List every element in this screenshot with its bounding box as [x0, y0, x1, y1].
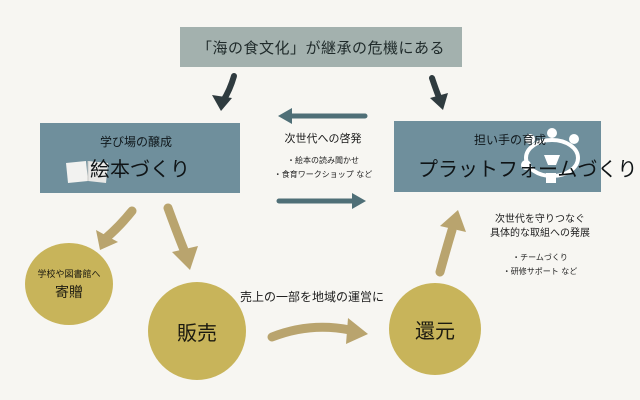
arrow-exchange-left [278, 108, 368, 124]
picture-book-box: 学び場の醸成 絵本づくり [40, 123, 240, 193]
book-icon [66, 161, 108, 183]
sales-caption: 売上の一部を地域の運営に [240, 290, 385, 304]
sales-circle: 販売 [148, 282, 246, 380]
awareness-title: 次世代への啓発 [284, 132, 362, 145]
development-item: ・研修サポート など [502, 267, 578, 276]
development-block: 次世代を守りつなぐ 具体的な取組への発展 ・チームづくり ・研修サポート など [480, 213, 600, 279]
development-title-line: 次世代を守りつなぐ [494, 214, 586, 225]
awareness-block: 次世代への啓発 ・絵本の読み聞かせ ・食育ワークショップ など [268, 130, 378, 182]
arrow-to-right-box [429, 75, 448, 110]
development-item: ・チームづくり [512, 253, 568, 262]
donate-big-text: 寄贈 [55, 284, 83, 301]
problem-statement: 「海の食文化」が継承の危機にある [180, 27, 462, 67]
arrow-sales-to-return [267, 318, 368, 344]
picture-book-subtitle: 学び場の醸成 [100, 135, 173, 149]
return-label: 還元 [415, 318, 455, 343]
platform-subtitle: 担い手の育成 [474, 133, 547, 147]
donate-circle: 学校や図書館へ 寄贈 [25, 243, 113, 325]
sales-label: 販売 [177, 320, 217, 345]
arrow-to-donate [96, 206, 137, 250]
donate-small-text: 学校や図書館へ [37, 269, 101, 280]
platform-box: 担い手の育成 プラットフォームづくり [394, 121, 637, 192]
arrow-to-sales [163, 203, 198, 270]
arrow-exchange-right [276, 193, 366, 209]
picture-book-title: 絵本づくり [90, 157, 190, 181]
development-title: 次世代を守りつなぐ 具体的な取組への発展 [480, 213, 600, 241]
return-circle: 還元 [389, 283, 481, 375]
arrow-return-to-platform [435, 210, 466, 277]
people-circle-icon [521, 128, 580, 183]
awareness-item: ・食育ワークショップ など [273, 170, 373, 179]
problem-statement-text: 「海の食文化」が継承の危機にある [196, 38, 445, 57]
platform-title: プラットフォームづくり [418, 157, 638, 181]
arrow-to-left-box [212, 73, 237, 111]
awareness-item: ・絵本の読み聞かせ [287, 156, 359, 165]
development-title-line: 具体的な取組への発展 [490, 228, 590, 239]
